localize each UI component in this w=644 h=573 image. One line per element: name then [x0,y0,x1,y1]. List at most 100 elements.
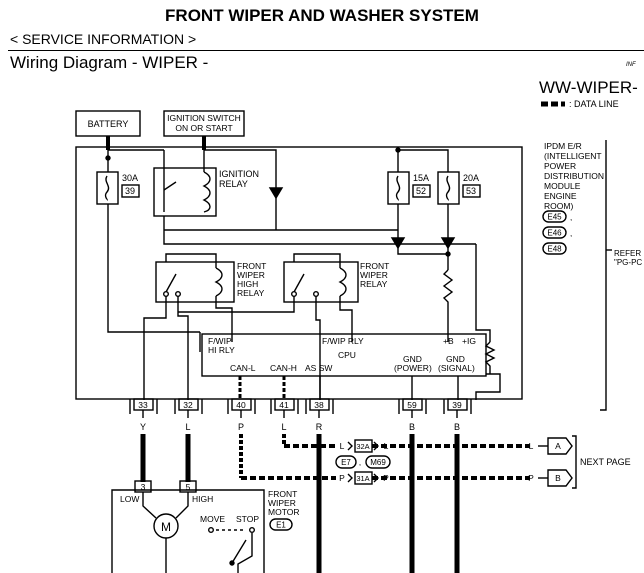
motor-label-2: WIPER [268,498,296,508]
fuse-20a-amp: 20A [463,173,479,183]
terminal-32-label: 32 [183,400,193,410]
ipdm-label-6: ENGINE [544,191,577,201]
connector-e7-label: E7 [341,458,351,467]
wire-color-y: Y [140,422,146,432]
terminal-33-label: 33 [138,400,148,410]
fuse-20a-num: 53 [466,186,476,196]
ignition-switch-label-1: IGNITION SWITCH [167,113,241,123]
ignition-relay [153,167,217,217]
ipdm-label-3: POWER [544,161,576,171]
next-page-label: NEXT PAGE [580,457,631,467]
ipdm-conn-e45-label: E45 [547,213,562,222]
battery-label: BATTERY [88,119,129,129]
motor-symbol-label: M [161,520,171,534]
can-h-color-1: P [339,473,345,483]
motor-pin-5-label: 5 [186,482,191,492]
cpu-label: CPU [338,350,356,360]
dest-arrow-b[interactable] [547,469,573,487]
connector-31a [354,471,373,485]
motor-pin-3-label: 3 [141,482,146,492]
cpu-plus-ig: +IG [462,336,476,346]
front-wiper-high-relay [155,253,235,303]
high-relay-label-1: FRONT [237,261,266,271]
cpu-can-h: CAN-H [270,363,297,373]
wire-color-r: R [316,422,323,432]
refer-label-1: REFER [614,249,641,258]
cpu-gnd-power: GND [403,354,422,364]
connector-m69 [365,455,391,469]
ipdm-label-1: IPDM E/R [544,141,582,151]
ipdm-bracket [600,140,607,411]
ipdm-label-5: MODULE [544,181,581,191]
cpu-gnd-power-sub: (POWER) [394,363,432,373]
dest-b-label: B [555,473,561,483]
page-title: FRONT WIPER AND WASHER SYSTEM [165,6,479,25]
wire-color-l: L [185,422,190,432]
motor-label-1: FRONT [268,489,297,499]
wiper-relay-label-1: FRONT [360,261,389,271]
ignition-relay-label-1: IGNITION [219,169,259,179]
motor-connector-e1-label: E1 [276,521,286,530]
can-l-color-1: L [340,441,345,451]
high-relay-label-4: RELAY [237,288,265,298]
ipdm-label-4: DISTRIBUTION [544,171,604,181]
connector-32a-label: 32A [356,442,369,451]
terminal-39-label: 39 [452,400,462,410]
ipdm-label-2: (INTELLIGENT [544,151,602,161]
motor-low-label: LOW [120,494,139,504]
ignition-switch-label-2: ON OR START [175,123,232,133]
wiper-motor-box [111,489,265,573]
can-l-color-2: L [384,441,389,451]
ipdm-box [75,146,523,400]
ipdm-sep-1: , [570,213,572,222]
info-code: INF [626,62,636,68]
connector-e7 [335,455,357,469]
cpu-block [201,333,487,377]
motor-connector-e1 [269,518,293,531]
fuse-15a-num: 52 [416,186,426,196]
diagram-title: Wiring Diagram - WIPER - [10,53,209,72]
terminal-59-label: 59 [407,400,417,410]
dest-a-label: A [555,441,561,451]
fuse-15a-amp: 15A [413,173,429,183]
high-relay-label-3: HIGH [237,279,258,289]
can-h-color-2: P [383,473,389,483]
high-relay-label-2: WIPER [237,270,265,280]
wiper-relay-label-3: RELAY [360,279,388,289]
connector-separator: , [359,458,361,467]
wire-color-l2: L [281,422,286,432]
ipdm-label-7: ROOM) [544,201,573,211]
ipdm-connector-e45 [542,210,567,223]
data-line-legend: : DATA LINE [541,99,619,109]
wiper-relay-label-2: WIPER [360,270,388,280]
connector-31a-label: 31A [356,474,369,483]
terminal-40-label: 40 [236,400,246,410]
ignition-relay-label-2: RELAY [219,179,248,189]
dest-arrow-a[interactable] [547,437,573,455]
motor-stop-label: STOP [236,514,259,524]
refer-label-2: "PG-PC [614,258,642,267]
fuse-30a-num: 39 [125,186,135,196]
can-l-color-3: L [529,441,534,451]
section-breadcrumb[interactable]: < SERVICE INFORMATION > [10,31,197,47]
connector-m69-label: M69 [370,458,386,467]
ipdm-connector-e48 [542,242,567,255]
cpu-gnd-signal: GND [446,354,465,364]
ipdm-connector-e46 [542,226,567,239]
cpu-can-l: CAN-L [230,363,256,373]
ipdm-sep-2: , [570,229,572,238]
wire-color-b2: B [454,422,460,432]
connector-32a [354,439,373,453]
front-wiper-relay [283,253,359,303]
diagram-code: WW-WIPER- [539,78,638,97]
terminal-41-label: 41 [279,400,289,410]
cpu-fwip-rly: F/WIP RLY [322,336,364,346]
cpu-plus-b: +B [443,336,454,346]
cpu-fwip-hi-2: HI RLY [208,345,235,355]
ipdm-conn-e48-label: E48 [547,245,562,254]
cpu-as-sw: AS SW [305,363,332,373]
header-rule [8,50,644,51]
motor-high-label: HIGH [192,494,213,504]
motor-move-label: MOVE [200,514,225,524]
data-line-label: : DATA LINE [569,99,619,109]
